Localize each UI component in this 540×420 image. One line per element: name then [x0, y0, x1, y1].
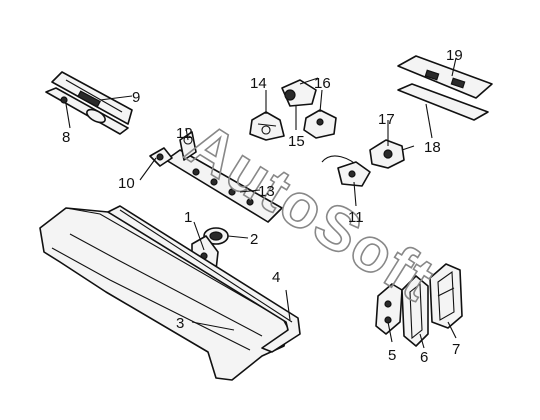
part-12-bolt: [179, 131, 197, 161]
callout-18: 18: [424, 139, 441, 156]
callout-9: 9: [132, 89, 140, 106]
part-19-lamp-lens: [397, 55, 493, 99]
callout-8: 8: [62, 129, 70, 146]
part-4-bumper-trim: [107, 205, 301, 353]
part-7-tail-lamp: [429, 263, 463, 329]
callout-3: 3: [176, 315, 184, 332]
callout-15: 15: [288, 133, 305, 150]
part-8-strip: [45, 87, 129, 135]
part-5-lamp-holder: [375, 283, 403, 335]
part-17-switch: [369, 139, 415, 169]
callout-17: 17: [378, 111, 395, 128]
callout-4: 4: [272, 269, 280, 286]
callout-5: 5: [388, 347, 396, 364]
part-9-bracket: [51, 71, 133, 125]
part-11-cable-harness: [321, 155, 371, 187]
callout-14: 14: [250, 75, 267, 92]
callout-6: 6: [420, 349, 428, 366]
callout-13: 13: [258, 183, 275, 200]
callout-1: 1: [184, 209, 192, 226]
part-18-lamp-base: [397, 83, 489, 121]
callout-10: 10: [118, 175, 135, 192]
leader-lines: [65, 57, 457, 349]
part-6-lamp-gasket: [401, 275, 429, 347]
callout-16: 16: [314, 75, 331, 92]
callout-2: 2: [250, 231, 258, 248]
part-15-lock-cylinder: [281, 77, 319, 107]
callout-11: 11: [348, 209, 364, 226]
callout-7: 7: [452, 341, 460, 358]
part-14-lock-housing: [249, 111, 285, 141]
part-10-clip: [149, 147, 173, 167]
part-13-mounting-rail: [165, 149, 283, 223]
callout-19: 19: [446, 47, 463, 64]
callout-12: 12: [176, 125, 193, 142]
part-16-latch: [303, 109, 337, 139]
